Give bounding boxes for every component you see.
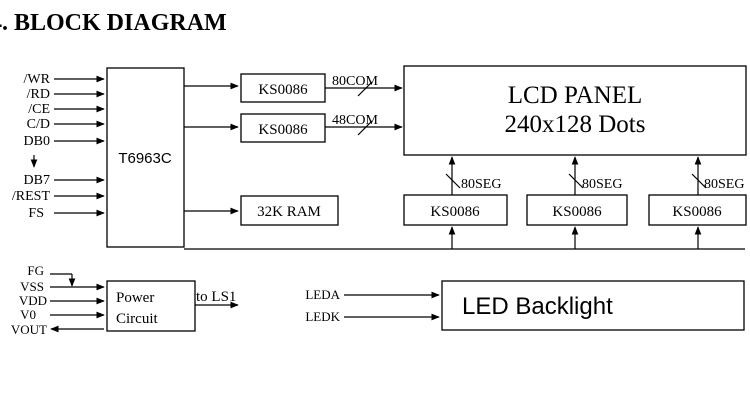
seg2-bus-slash	[568, 173, 584, 189]
seg-driver-1	[403, 194, 508, 226]
seg1-bus-slash	[445, 173, 461, 189]
power-pin-vss: VSS	[20, 279, 44, 294]
lcd-title: LCD PANEL	[508, 82, 643, 109]
input-label-rest: /REST	[12, 189, 51, 204]
input-label-wr: /WR	[24, 72, 51, 87]
com-driver-1-label: KS0086	[258, 82, 308, 98]
com2-bus-label: 48COM	[332, 113, 378, 128]
input-label-rd: /RD	[27, 87, 50, 102]
power-circuit-line1: Power	[116, 290, 154, 306]
com-driver-2-label: KS0086	[258, 122, 308, 138]
seg-driver-2	[526, 194, 628, 226]
seg-driver-3	[648, 194, 747, 226]
power-pin-fg: FG	[27, 263, 44, 278]
input-label-fs: FS	[28, 206, 44, 221]
seg-driver-group-3: 80SEG KS0086	[648, 156, 747, 249]
lcd-resolution: 240x128 Dots	[505, 111, 646, 138]
seg-driver-1-label: KS0086	[430, 204, 480, 220]
power-circuit-block	[106, 280, 196, 332]
lcd-panel	[403, 65, 747, 156]
power-pin-vdd: VDD	[19, 293, 47, 308]
power-output-label: to LS1	[196, 289, 236, 305]
backlight-pin-leda: LEDA	[305, 287, 340, 302]
diagram-heading: 4. BLOCK DIAGRAM	[0, 10, 227, 36]
seg1-bus-label: 80SEG	[461, 177, 501, 192]
com1-bus-slash	[357, 81, 373, 97]
led-backlight-block	[441, 280, 745, 331]
controller-block	[106, 67, 185, 248]
ram-block	[240, 195, 339, 226]
com-driver-1	[240, 73, 326, 103]
power-pin-v0: V0	[20, 307, 36, 322]
seg-driver-group-2: 80SEG KS0086	[526, 156, 628, 249]
seg-driver-2-label: KS0086	[552, 204, 602, 220]
input-label-db0: DB0	[24, 134, 50, 149]
power-pin-vout: VOUT	[11, 322, 47, 337]
seg-driver-3-label: KS0086	[672, 204, 722, 220]
ram-label: 32K RAM	[257, 204, 321, 220]
backlight-section: LEDA LEDK LED Backlight	[305, 280, 745, 331]
seg2-bus-label: 80SEG	[582, 177, 622, 192]
power-circuit-line2: Circuit	[116, 311, 158, 327]
controller-label: T6963C	[118, 150, 172, 167]
seg3-bus-label: 80SEG	[704, 177, 744, 192]
input-label-cd: C/D	[27, 117, 50, 132]
com2-bus-slash	[357, 120, 373, 136]
com-driver-2	[240, 113, 326, 143]
input-label-db7: DB7	[24, 173, 50, 188]
com1-bus-label: 80COM	[332, 74, 378, 89]
seg3-bus-slash	[691, 173, 707, 189]
power-section: FG VSS VDD V0 VOUT Power Circuit to LS1	[11, 263, 239, 337]
led-backlight-label: LED Backlight	[462, 293, 613, 320]
input-label-ce: /CE	[28, 102, 50, 117]
input-signals: /WR /RD /CE C/D DB0 DB7 /REST FS	[12, 72, 105, 221]
seg-driver-group-1: 80SEG KS0086	[403, 156, 508, 249]
backlight-pin-ledk: LEDK	[305, 309, 340, 324]
